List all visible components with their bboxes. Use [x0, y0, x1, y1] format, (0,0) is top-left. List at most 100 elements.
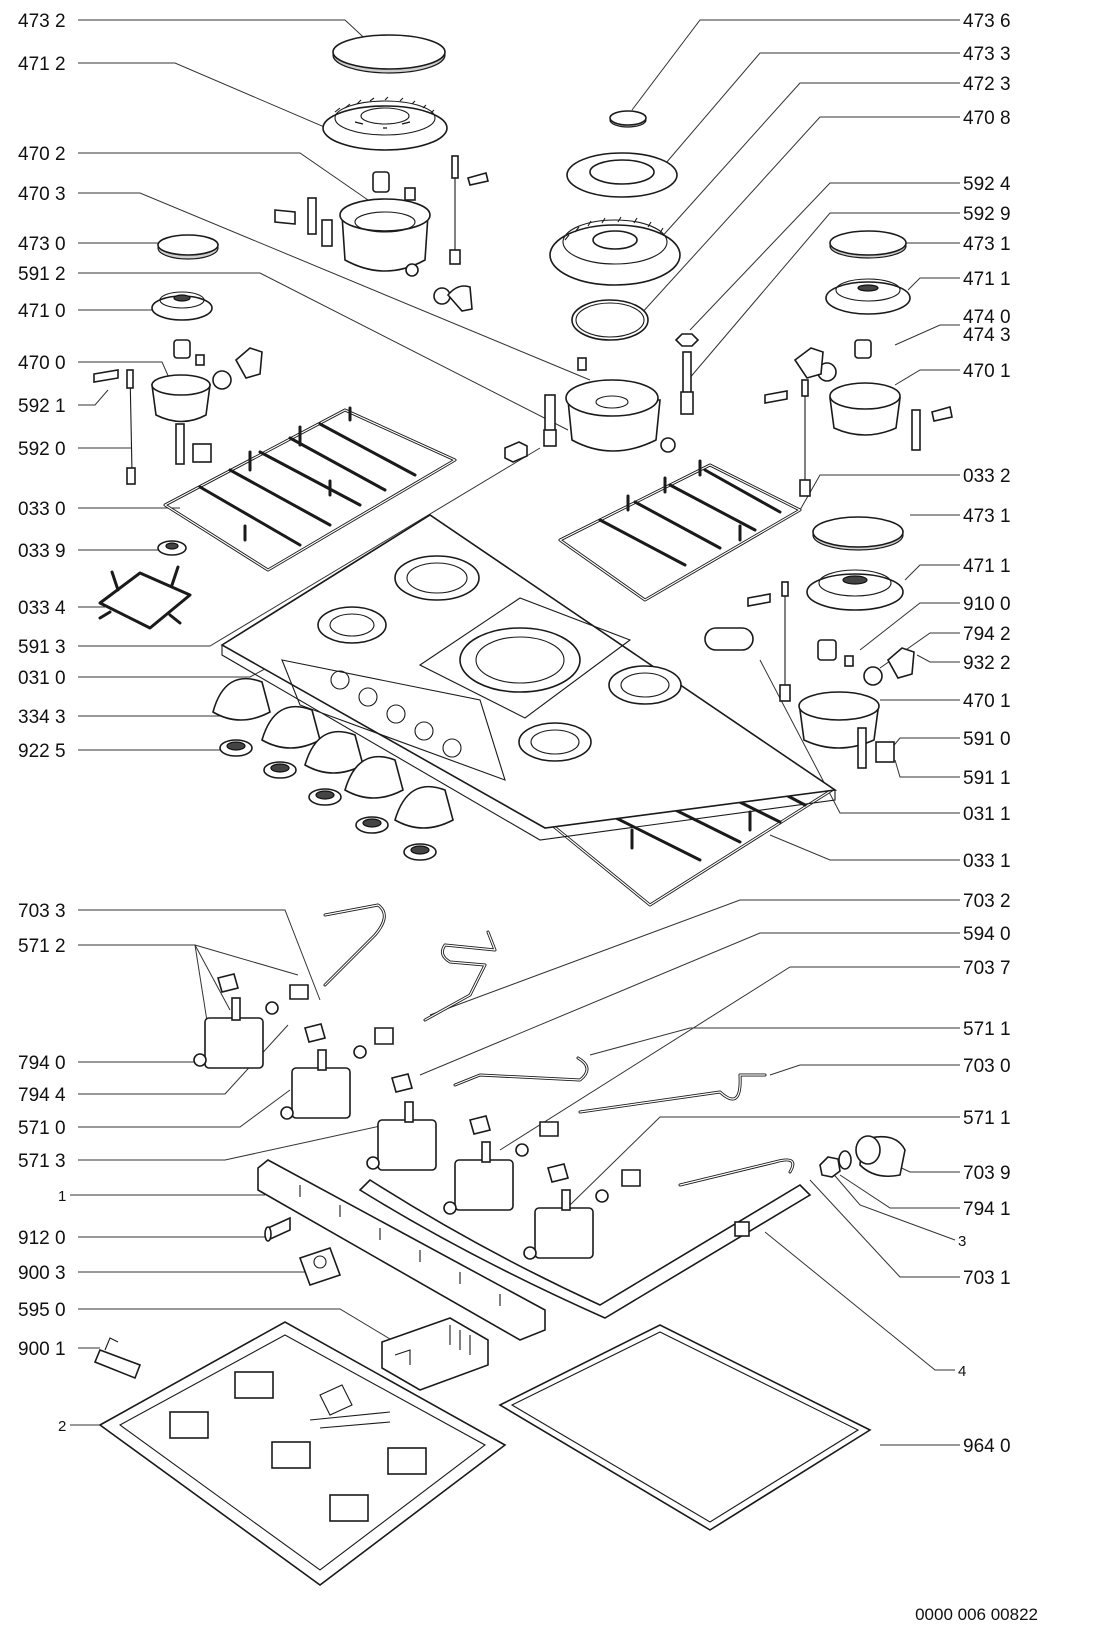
callout-7030-label: 703 0: [963, 1056, 1011, 1077]
clip-5913: [504, 441, 528, 463]
callout-1-label: 1: [58, 1188, 66, 1205]
callout-5712-label: 571 2: [18, 936, 66, 957]
thermocouple-5929: [680, 351, 694, 415]
gas-manifold-7031: [358, 1178, 812, 1319]
callout-4743-label: 474 3: [963, 325, 1011, 346]
callout-4730-label: 473 0: [18, 234, 66, 255]
clamp-9001: [93, 1337, 142, 1380]
seal-0311: [704, 627, 754, 651]
base-tray-2: [98, 1321, 507, 1586]
callout-4732-label: 473 2: [18, 11, 66, 32]
callout-9120-label: 912 0: [18, 1228, 66, 1249]
hob-seal-9640: [498, 1324, 872, 1531]
gas-tap-5713: [366, 1073, 437, 1171]
burner-crown-4723: [549, 216, 681, 286]
callout-4733-label: 473 3: [963, 44, 1011, 65]
callout-5710-label: 571 0: [18, 1118, 66, 1139]
callout-5920-label: 592 0: [18, 439, 66, 460]
clip-9003: [298, 1246, 342, 1287]
knobs-3343: [212, 677, 454, 829]
callout-9100-label: 910 0: [963, 594, 1011, 615]
callout-4701-lower-label: 470 1: [963, 691, 1011, 712]
callout-0334-label: 033 4: [18, 598, 66, 619]
callout-7944-label: 794 4: [18, 1085, 66, 1106]
callout-5913-label: 591 3: [18, 637, 66, 658]
callout-labels: 473 2 471 2 470 2 470 3 473 0 591 2 471 …: [18, 11, 1011, 1457]
gas-pipes: [323, 903, 795, 1187]
callout-4736-label: 473 6: [963, 11, 1011, 32]
burner-crown-4711-lower: [806, 569, 904, 611]
bushes-9225: [219, 739, 437, 861]
callout-4740-label: 474 0: [963, 307, 1011, 328]
callout-4712-label: 471 2: [18, 54, 66, 75]
callout-7942-label: 794 2: [963, 624, 1011, 645]
callout-4723-label: 472 3: [963, 74, 1011, 95]
drawing-number: 0000 006 00822: [915, 1605, 1038, 1624]
callout-5910-label: 591 0: [963, 729, 1011, 750]
callout-4701-top-label: 470 1: [963, 361, 1011, 382]
callout-5924-label: 592 4: [963, 174, 1011, 195]
burner-ring-4733: [566, 152, 678, 198]
gas-tap-5711-a: [443, 1115, 559, 1215]
callout-4711-top-label: 471 1: [963, 269, 1011, 290]
callout-7940-label: 794 0: [18, 1053, 66, 1074]
gasket-4708: [571, 299, 649, 341]
callout-0330-label: 033 0: [18, 499, 66, 520]
pan-support-0332: [558, 459, 802, 602]
burner-base-4700: [93, 339, 263, 485]
callout-5711-a-label: 571 1: [963, 1019, 1011, 1040]
callout-9225-label: 922 5: [18, 741, 66, 762]
callout-7032-label: 703 2: [963, 891, 1011, 912]
burner-cap-4732: [332, 34, 446, 74]
callout-4-label: 4: [958, 1363, 966, 1380]
callout-5911-label: 591 1: [963, 768, 1011, 789]
callout-0339-label: 033 9: [18, 541, 66, 562]
callout-4711-lower-label: 471 1: [963, 556, 1011, 577]
callout-0310-label: 031 0: [18, 668, 66, 689]
callout-7941-label: 794 1: [963, 1199, 1011, 1220]
wok-ring-0334: [98, 565, 192, 630]
leader-lines: [70, 19, 960, 1446]
callout-4731-top-label: 473 1: [963, 234, 1011, 255]
callout-5711-b-label: 571 1: [963, 1108, 1011, 1129]
burner-crown-4710: [151, 291, 213, 321]
callout-7037-label: 703 7: [963, 958, 1011, 979]
gas-tap-5710: [280, 1023, 394, 1120]
callout-3343-label: 334 3: [18, 707, 66, 728]
gas-tap-5712: [193, 973, 309, 1069]
ignition-module-5950: [381, 1317, 489, 1391]
bush-0339: [157, 540, 187, 556]
callout-0331-label: 033 1: [963, 851, 1011, 872]
rail-bracket-1: [257, 1159, 546, 1341]
nut-5924: [674, 333, 700, 347]
callout-4710-label: 471 0: [18, 301, 66, 322]
burner-base-4702: [339, 171, 431, 277]
callout-5912-label: 591 2: [18, 264, 66, 285]
burner-crown-4711-top: [825, 278, 911, 315]
callout-9001-label: 900 1: [18, 1339, 66, 1360]
callout-5940-label: 594 0: [963, 924, 1011, 945]
callout-5713-label: 571 3: [18, 1151, 66, 1172]
callout-9640-label: 964 0: [963, 1436, 1011, 1457]
pan-support-0330: [163, 406, 457, 572]
burner-crown-4712: [322, 96, 448, 151]
gas-tap-5711-b: [523, 1163, 641, 1260]
callout-5950-label: 595 0: [18, 1300, 66, 1321]
hob-top-0310: [220, 514, 838, 841]
burner-base-4703: [543, 357, 676, 453]
callout-5929-label: 592 9: [963, 204, 1011, 225]
callout-4700-label: 470 0: [18, 353, 66, 374]
burner-cap-4731-lower: [812, 516, 904, 551]
callout-7039-label: 703 9: [963, 1163, 1011, 1184]
burner-base-4701-lower: [747, 581, 915, 769]
callout-0332-label: 033 2: [963, 466, 1011, 487]
callout-4708-label: 470 8: [963, 108, 1011, 129]
callout-0311-label: 031 1: [963, 804, 1011, 825]
callout-3-label: 3: [958, 1233, 966, 1250]
burner-cap-4731-top: [829, 230, 907, 259]
callout-5921-label: 592 1: [18, 396, 66, 417]
callout-7031-label: 703 1: [963, 1268, 1011, 1289]
burner-cap-4730: [157, 234, 219, 260]
screw-9120: [264, 1216, 291, 1242]
